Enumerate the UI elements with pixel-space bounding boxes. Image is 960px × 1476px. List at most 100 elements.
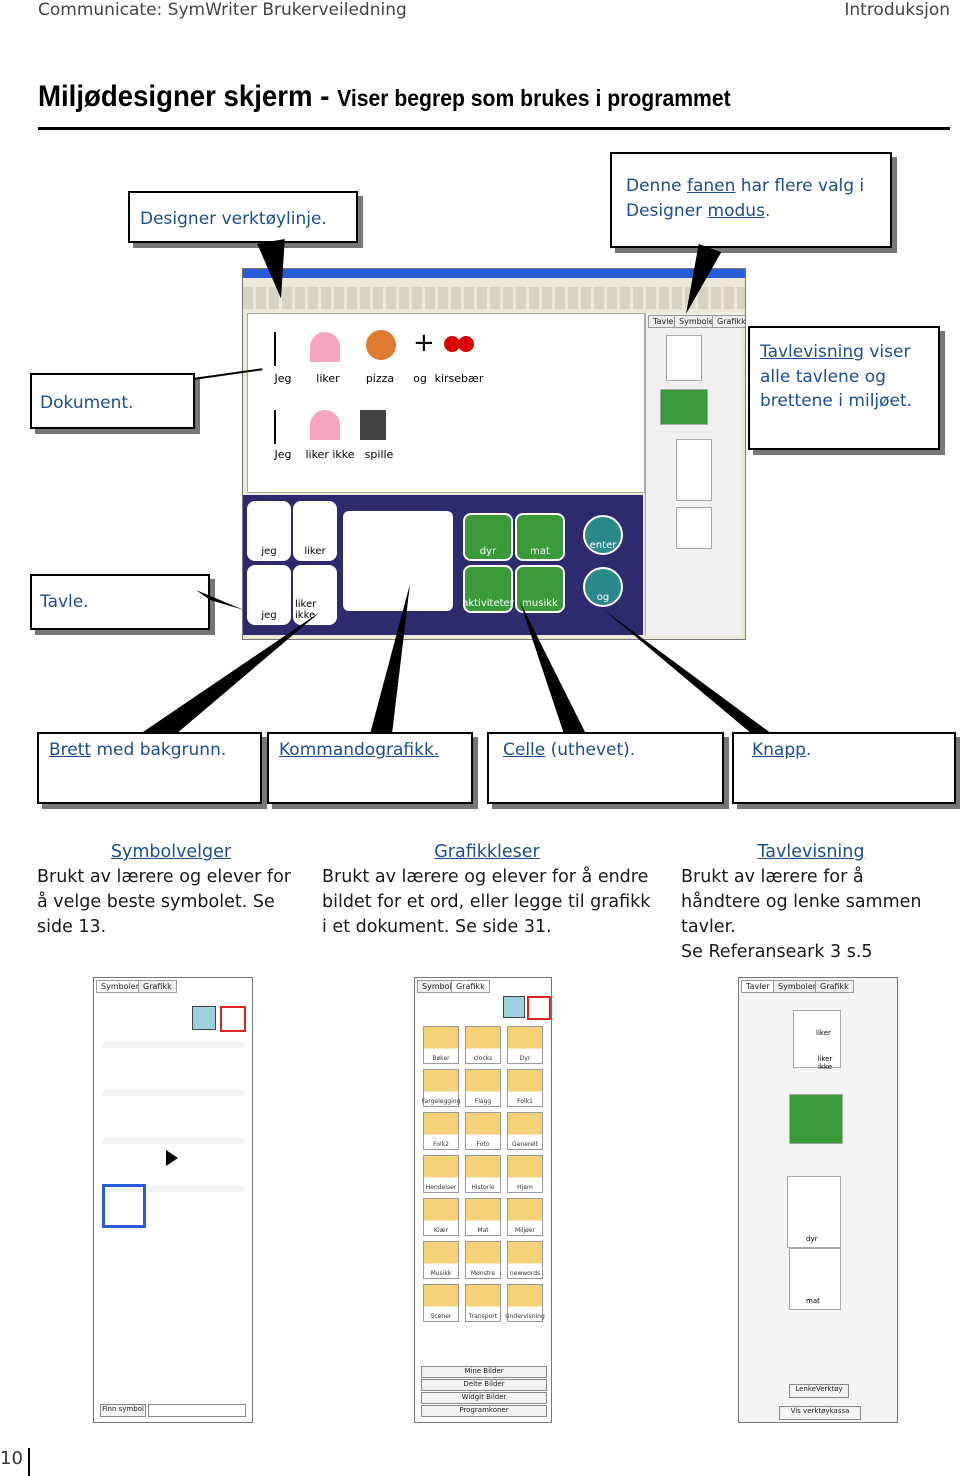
mine-bilder-button[interactable]: Mine Bilder <box>421 1366 547 1378</box>
graphics-folder[interactable]: Hendelser <box>423 1155 459 1193</box>
grid-cell-mat[interactable]: mat <box>515 513 565 561</box>
graphics-folder[interactable]: Undervisning <box>505 1284 545 1322</box>
grid-cell-musikk[interactable]: musikk <box>515 565 565 613</box>
button-enter[interactable]: enter <box>583 515 623 555</box>
callout-knapp-knapp: Knapp <box>752 740 806 760</box>
graphics-folder[interactable]: Musikk <box>423 1241 459 1279</box>
tab-grafikk[interactable]: Grafikk <box>451 980 490 993</box>
title-main: Miljødesigner skjerm <box>38 80 313 113</box>
board-thumb-3: dyr <box>787 1176 841 1248</box>
callout-tab-text-d: Designer <box>626 200 708 221</box>
callout-celle: Celle (uthevet). <box>487 732 724 804</box>
callout-brett-text: med bakgrunn. <box>91 740 227 760</box>
programkoner-button[interactable]: Programkoner <box>421 1405 547 1417</box>
overview-thumb-4 <box>676 507 712 549</box>
graphics-folder[interactable]: newwords <box>507 1241 543 1279</box>
graphics-folder-label: Musikk <box>430 1270 452 1277</box>
board[interactable]: jeg liker jeg liker ikke dyr mat aktivit… <box>243 495 643 635</box>
grid-cell-jeg[interactable]: jeg <box>247 501 291 561</box>
callout-tab-fanen: fanen <box>686 176 736 196</box>
widgit-bilder-button[interactable]: Widgit Bilder <box>421 1392 547 1404</box>
graphics-folder[interactable]: Folk2 <box>423 1112 459 1150</box>
tab-symboler[interactable]: Symboler <box>96 980 145 993</box>
pizza-symbol <box>366 330 396 360</box>
graphics-folder-label: Scener <box>430 1313 452 1320</box>
callout-celle-celle: Celle <box>503 740 546 760</box>
graphics-folder[interactable]: Dyr <box>507 1026 543 1064</box>
app-screenshot: + Jeg liker pizza og kirsebær Jeg liker … <box>242 268 746 640</box>
graphics-folder-label: Mønstre <box>470 1270 496 1277</box>
grid-cell-dyr[interactable]: dyr <box>463 513 513 561</box>
overview-thumb-3 <box>676 439 712 501</box>
symbol-search-input[interactable] <box>148 1404 246 1417</box>
tab-grafikk[interactable]: Grafikk <box>815 980 854 993</box>
designer-toolbar[interactable] <box>243 287 745 309</box>
page-title: Miljødesigner skjerm - Viser begrep som … <box>38 80 731 114</box>
graphics-folder[interactable]: Flagg <box>465 1069 501 1107</box>
thumb-label-mat: mat <box>806 1297 820 1305</box>
graphics-folder[interactable]: Scener <box>423 1284 459 1322</box>
callout-grid: Tavle. <box>30 574 210 630</box>
board-overview-panel: Tavler Symboler Grafikk liker liker ikke… <box>738 977 898 1423</box>
thumb-label: liker <box>816 1029 831 1037</box>
graphics-folder[interactable]: Historie <box>465 1155 501 1193</box>
document-area[interactable]: + Jeg liker pizza og kirsebær Jeg liker … <box>247 313 645 493</box>
graphics-folder[interactable]: Generelt <box>507 1112 543 1150</box>
title-subtitle: Viser begrep som brukes i programmet <box>337 85 731 111</box>
callout-document: Dokument. <box>30 373 195 429</box>
vis-verktoykassa-button[interactable]: Vis verktøykassa <box>779 1406 861 1420</box>
running-header-left: Communicate: SymWriter Brukerveiledning <box>38 0 407 20</box>
grid-cell-liker[interactable]: liker <box>293 501 337 561</box>
callout-kommando-text: Kommandografikk. <box>279 740 440 760</box>
grid-cell-aktiviteter[interactable]: aktiviteter <box>462 565 514 613</box>
graphics-folder[interactable]: Mat <box>465 1198 501 1236</box>
doc-word-3: pizza <box>365 372 395 385</box>
doc-word-4: og <box>413 372 427 385</box>
graphics-folder[interactable]: Fargelegging <box>422 1069 460 1107</box>
picture-icon[interactable] <box>503 996 525 1018</box>
callout-knapp-dot: . <box>805 740 812 760</box>
graphics-folder[interactable]: clocks <box>465 1026 501 1064</box>
tab-grafikk[interactable]: Grafikk <box>138 980 177 993</box>
grid-cell-liker-ikke[interactable]: liker ikke <box>293 565 337 625</box>
finn-symbol-button[interactable]: Finn symbol <box>100 1404 146 1417</box>
description-body: Brukt av lærere og elever for å endre bi… <box>322 867 651 938</box>
tab-grafikk[interactable]: Grafikk <box>712 315 745 328</box>
grid-cell-jeg-2[interactable]: jeg <box>247 565 291 625</box>
app-titlebar <box>243 269 745 278</box>
picture-icon[interactable] <box>192 1006 216 1030</box>
plus-symbol: + <box>413 328 435 358</box>
delte-bilder-button[interactable]: Delte Bilder <box>421 1379 547 1391</box>
graphics-folder[interactable]: Hjem <box>507 1155 543 1193</box>
graphics-folder[interactable]: Folk1 <box>507 1069 543 1107</box>
description-grafikkleser: Grafikkleser Brukt av lærere og elever f… <box>322 840 652 940</box>
thumb-label: liker ikke <box>817 1055 833 1071</box>
graphics-folder-label: Undervisning <box>505 1313 545 1320</box>
graphics-folder[interactable]: Foto <box>465 1112 501 1150</box>
graphics-folder[interactable]: Mønstre <box>465 1241 501 1279</box>
tab-symboler[interactable]: Symboler <box>773 980 822 993</box>
symbol-grid[interactable] <box>102 1038 244 1234</box>
selected-symbol[interactable] <box>102 1184 146 1228</box>
graphics-folder[interactable]: Bøker <box>423 1026 459 1064</box>
graphics-folder[interactable]: Miljøer <box>507 1198 543 1236</box>
picture-edit-icon[interactable] <box>220 1006 246 1032</box>
graphics-folder-label: Mat <box>477 1227 489 1234</box>
overview-panel[interactable]: Tavler Symboler Grafikk <box>645 313 745 635</box>
picture-edit-icon[interactable] <box>527 996 551 1020</box>
board-thumb-1: liker liker ikke <box>793 1010 841 1071</box>
button-og[interactable]: og <box>583 567 623 607</box>
running-header-right: Introduksjon <box>844 0 950 20</box>
heart-symbol <box>310 332 340 362</box>
tab-tavler[interactable]: Tavler <box>741 980 775 993</box>
graphics-folder[interactable]: Klær <box>423 1198 459 1236</box>
description-body-2: Se Referanseark 3 s.5 <box>681 942 873 963</box>
callout-document-text: Dokument. <box>40 393 134 413</box>
page-number: 10 <box>0 1448 30 1476</box>
doc-word-8: spille <box>364 448 394 461</box>
graphics-folder[interactable]: Transport <box>465 1284 501 1322</box>
lenkeverktoy-button[interactable]: LenkeVerktøy <box>789 1384 849 1398</box>
callout-overview-tavlevisning: Tavlevisning <box>760 342 864 362</box>
